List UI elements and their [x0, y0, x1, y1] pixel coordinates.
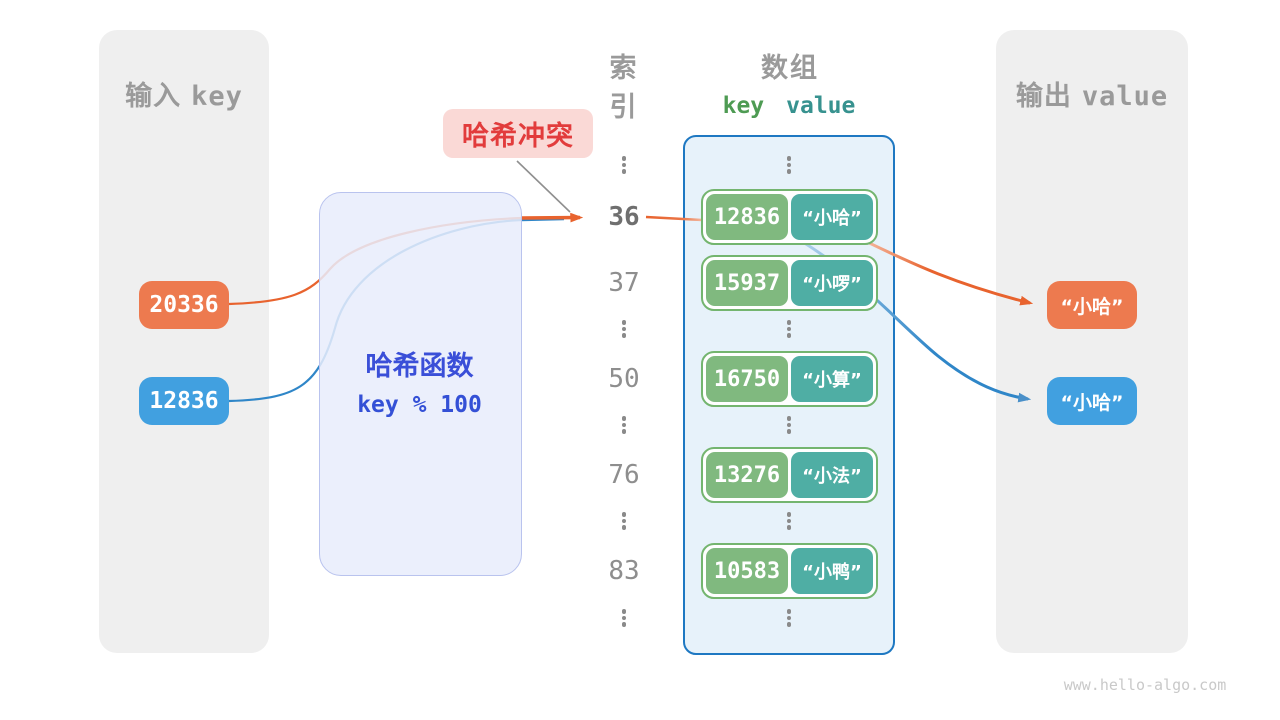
- output-value-chip-blue: “小哈”: [1047, 377, 1137, 425]
- entry-key: 10583: [706, 548, 788, 594]
- output-panel-title: 输出 value: [996, 74, 1188, 113]
- entry-value: “小鸭”: [791, 548, 873, 594]
- ellipsis-dots: [617, 154, 631, 176]
- input-panel-title-latin: key: [191, 81, 243, 112]
- input-key-panel: 输入 key: [99, 30, 269, 653]
- output-panel-title-cjk: 输出: [1015, 81, 1072, 112]
- output-value-panel: 输出 value: [996, 30, 1188, 653]
- array-entry-row: 12836“小哈”: [701, 189, 878, 245]
- arrow-hash-to-index36: [520, 212, 584, 223]
- array-entry-row: 15937“小啰”: [701, 255, 878, 311]
- index-column-header: 索引: [609, 53, 639, 123]
- ellipsis-dots: [782, 414, 796, 436]
- input-panel-title-cjk: 输入: [125, 81, 182, 112]
- ellipsis-dots: [617, 607, 631, 629]
- index-value: 50: [608, 364, 640, 394]
- collision-pointer-line: [516, 160, 571, 213]
- array-entry-row: 13276“小法”: [701, 447, 878, 503]
- entry-key: 13276: [706, 452, 788, 498]
- entry-value: “小算”: [791, 356, 873, 402]
- entry-value: “小啰”: [791, 260, 873, 306]
- hash-function-box: [319, 192, 522, 576]
- index-value: 37: [608, 268, 640, 298]
- array-kv-header: key value: [683, 93, 895, 119]
- array-entry-row: 10583“小鸭”: [701, 543, 878, 599]
- entry-key: 15937: [706, 260, 788, 306]
- hash-collision-badge: 哈希冲突: [443, 109, 593, 158]
- input-key-chip-orange: 20336: [139, 281, 229, 329]
- input-key-chip-blue: 12836: [139, 377, 229, 425]
- input-panel-title: 输入 key: [99, 74, 269, 113]
- wire-blue-merge: [520, 217, 565, 222]
- ellipsis-dots: [617, 510, 631, 532]
- array-value-header: value: [786, 93, 856, 119]
- output-panel-title-latin: value: [1081, 81, 1169, 112]
- index-value: 76: [608, 460, 640, 490]
- ellipsis-dots: [617, 414, 631, 436]
- entry-value: “小法”: [791, 452, 873, 498]
- ellipsis-dots: [617, 318, 631, 340]
- output-value-chip-orange: “小哈”: [1047, 281, 1137, 329]
- array-entry-row: 16750“小算”: [701, 351, 878, 407]
- entry-value: “小哈”: [791, 194, 873, 240]
- ellipsis-dots: [782, 318, 796, 340]
- hash-function-title: 哈希函数: [365, 351, 474, 382]
- index-value: 83: [608, 556, 640, 586]
- array-key-header: key: [722, 93, 765, 119]
- ellipsis-dots: [782, 607, 796, 629]
- entry-key: 12836: [706, 194, 788, 240]
- ellipsis-dots: [782, 154, 796, 176]
- index-value: 36: [608, 202, 640, 232]
- array-column-header: 数组: [761, 53, 819, 84]
- entry-key: 16750: [706, 356, 788, 402]
- watermark: www.hello-algo.com: [1063, 676, 1227, 694]
- hash-function-formula: key % 100: [357, 392, 482, 418]
- ellipsis-dots: [782, 510, 796, 532]
